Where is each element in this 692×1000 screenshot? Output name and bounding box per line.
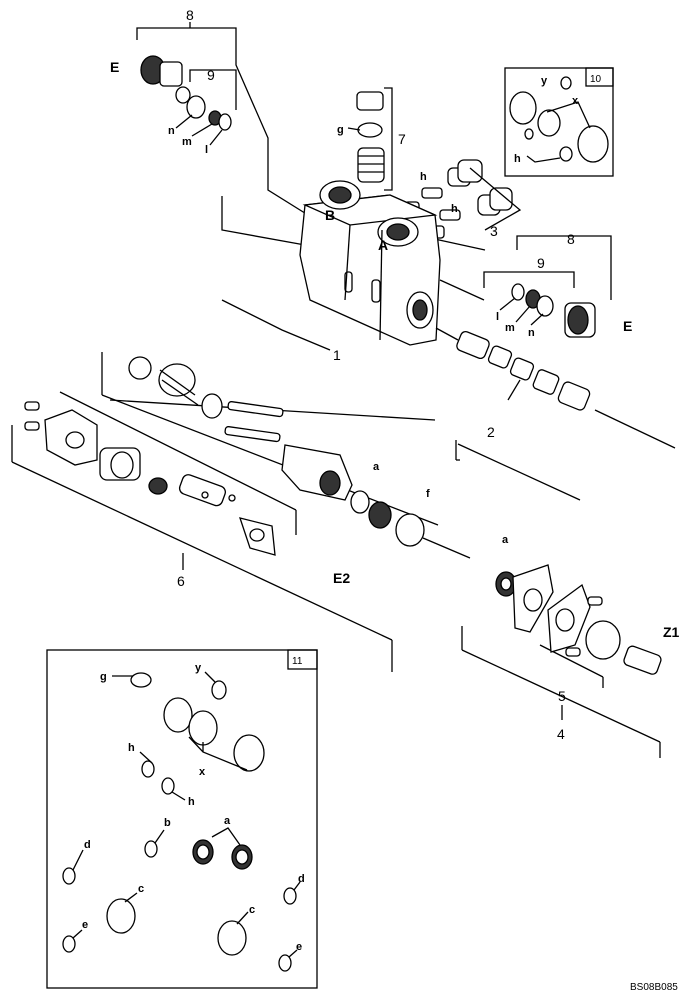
label-m-right: m bbox=[505, 322, 515, 334]
callout-4: 4 bbox=[557, 726, 565, 742]
callout-6: 6 bbox=[177, 573, 185, 589]
label-E2: E2 bbox=[333, 570, 350, 586]
label-x-10: x bbox=[572, 95, 579, 107]
callout-5: 5 bbox=[558, 688, 566, 704]
label-x-11: x bbox=[199, 766, 206, 778]
spring-stack-item-6 bbox=[11, 352, 471, 672]
label-c-11-left: c bbox=[138, 883, 144, 895]
label-E-right: E bbox=[623, 318, 632, 334]
label-Z1: Z1 bbox=[663, 624, 680, 640]
callout-1: 1 bbox=[333, 347, 341, 363]
label-l-right: l bbox=[496, 311, 499, 323]
label-y-10: y bbox=[541, 75, 548, 87]
callout-8-right: 8 bbox=[567, 231, 575, 247]
label-A: A bbox=[378, 237, 388, 253]
label-e-11-left: e bbox=[82, 919, 88, 931]
plug-assembly-right bbox=[439, 235, 612, 338]
label-e-11-right: e bbox=[296, 941, 302, 953]
valve-body bbox=[221, 180, 441, 351]
reference-code: BS08B085 bbox=[630, 982, 678, 993]
callout-9-top: 9 bbox=[207, 67, 215, 83]
label-d-11-left: d bbox=[84, 839, 91, 851]
label-l-top: l bbox=[205, 144, 208, 156]
callout-8-top: 8 bbox=[186, 7, 194, 23]
cover-assembly-items-4-5 bbox=[455, 440, 662, 758]
label-m-top: m bbox=[182, 136, 192, 148]
label-h-top2: h bbox=[451, 203, 458, 215]
label-h-11b: h bbox=[188, 796, 195, 808]
label-a-11: a bbox=[224, 815, 231, 827]
label-E-top: E bbox=[110, 59, 119, 75]
box-10 bbox=[504, 67, 614, 177]
callout-3: 3 bbox=[490, 223, 498, 239]
label-h-11a: h bbox=[128, 742, 135, 754]
label-n-right: n bbox=[528, 327, 535, 339]
label-g-top: g bbox=[337, 124, 344, 136]
callout-2: 2 bbox=[487, 424, 495, 440]
label-y-11: y bbox=[195, 662, 202, 674]
label-c-11-right: c bbox=[249, 904, 255, 916]
label-d-11-right: d bbox=[298, 873, 305, 885]
callout-7: 7 bbox=[398, 131, 406, 147]
label-a-low: a bbox=[502, 534, 509, 546]
callout-9-right: 9 bbox=[537, 255, 545, 271]
callout-10: 10 bbox=[590, 74, 602, 85]
label-g-11: g bbox=[100, 671, 107, 683]
callout-11: 11 bbox=[292, 656, 303, 667]
box-11 bbox=[46, 649, 318, 989]
label-f-mid: f bbox=[426, 488, 430, 500]
label-h-top1: h bbox=[420, 171, 427, 183]
label-h-10: h bbox=[514, 153, 521, 165]
label-a-mid: a bbox=[373, 461, 380, 473]
plug-assembly-top-left bbox=[136, 22, 309, 216]
label-n-top: n bbox=[168, 125, 175, 137]
label-b-11: b bbox=[164, 817, 171, 829]
item-7-stack bbox=[347, 87, 393, 191]
label-B: B bbox=[325, 207, 335, 223]
spool-item-2 bbox=[435, 327, 676, 501]
